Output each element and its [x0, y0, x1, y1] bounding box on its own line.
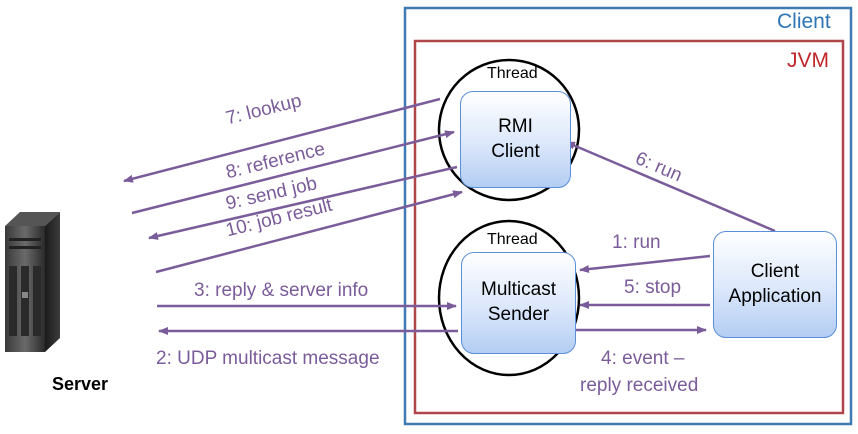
rmi-client-line1: RMI	[498, 115, 533, 137]
arrow-9-send-job	[148, 165, 458, 240]
message-4-label-line1: 4: event –	[601, 348, 685, 369]
server-icon	[5, 212, 60, 352]
message-3-label: 3: reply & server info	[194, 280, 369, 301]
thread-circle-multicast	[437, 219, 581, 377]
arrow-6-run	[565, 140, 776, 233]
arrow-8-reference	[131, 130, 455, 215]
rmi-client-box: RMI Client	[460, 91, 571, 188]
arrow-7-lookup	[123, 97, 441, 183]
multicast-sender-line2: Sender	[487, 304, 550, 325]
client-application-line1: Client	[750, 260, 800, 282]
message-4-label-line2: reply received	[580, 375, 699, 396]
message-5-label: 5: stop	[624, 277, 682, 298]
multicast-sender-box: Multicast Sender	[461, 252, 576, 354]
jvm-boundary	[413, 39, 845, 415]
rmi-client-line2: Client	[491, 140, 540, 162]
jvm-label: JVM	[787, 49, 829, 72]
client-boundary	[403, 6, 853, 426]
thread-label-rmi: Thread	[487, 65, 538, 82]
server-label: Server	[52, 374, 109, 394]
thread-circle-rmi	[437, 58, 581, 202]
thread-label-multicast: Thread	[487, 231, 538, 248]
message-2-label: 2: UDP multicast message	[156, 348, 380, 369]
message-1-label: 1: run	[612, 232, 661, 253]
arrow-10-job-result	[155, 190, 463, 274]
client-label: Client	[777, 10, 831, 33]
multicast-sender-line1: Multicast	[481, 279, 556, 301]
client-application-line2: Application	[728, 285, 822, 307]
arrow-1-run	[579, 254, 711, 274]
client-application-box: Client Application	[713, 231, 837, 338]
